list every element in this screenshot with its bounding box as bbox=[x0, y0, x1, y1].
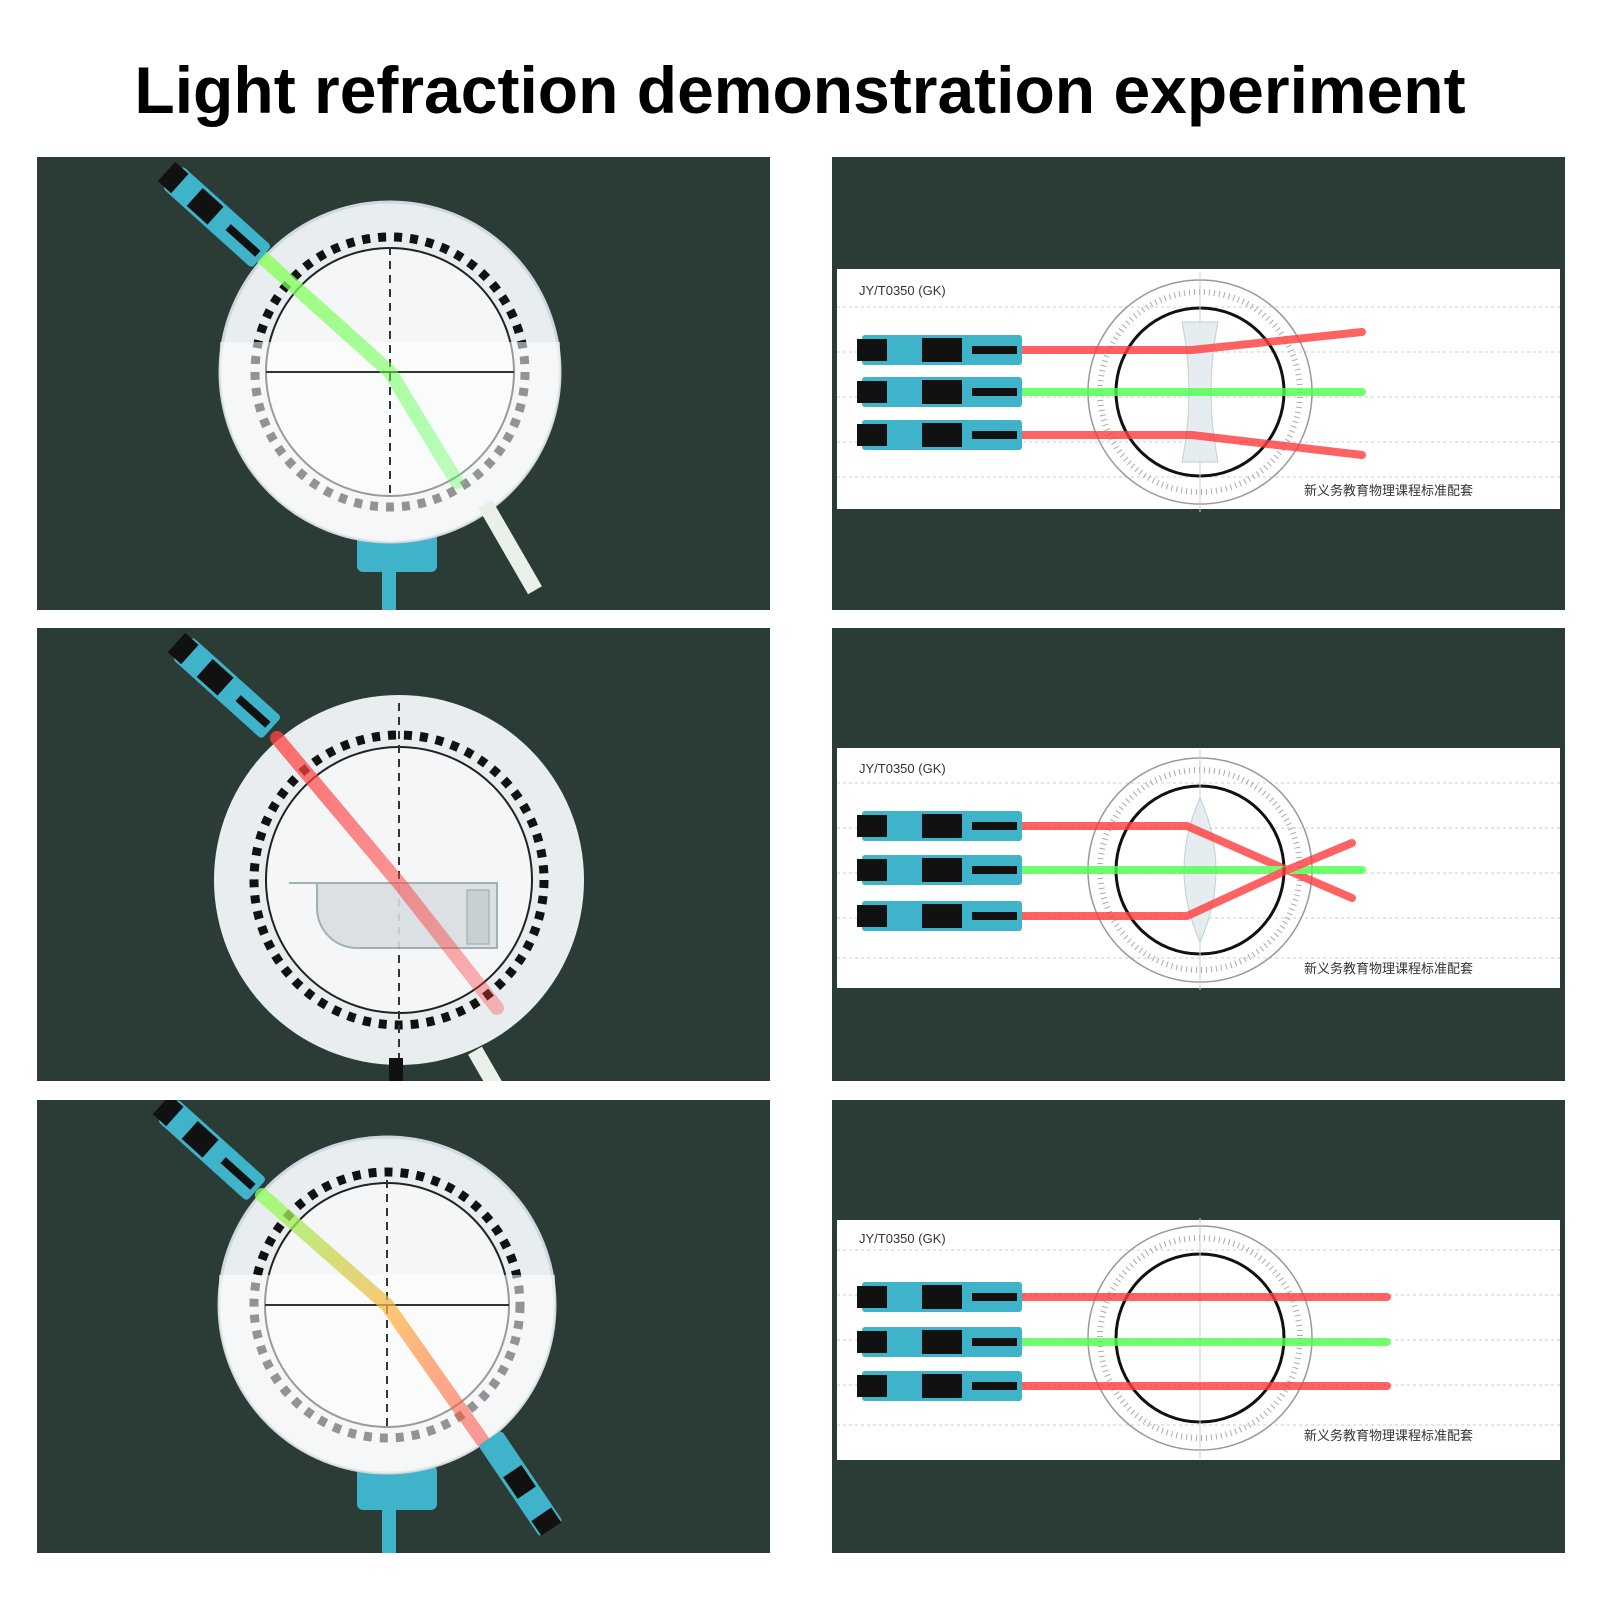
lens-demo-none: JY/T0350 (GK) 新义务教育物理课程标准配套 bbox=[832, 1100, 1565, 1553]
standard-caption: 新义务教育物理课程标准配套 bbox=[1304, 483, 1473, 498]
lens-demo-concave: JY/T0350 (GK) 新义务教育物理课程标准配套 bbox=[832, 157, 1565, 610]
convex-lens-illustration: JY/T0350 (GK) 新义务教育物理课程标准配套 bbox=[837, 748, 1560, 990]
lens-demo-convex: JY/T0350 (GK) 新义务教育物理课程标准配套 bbox=[832, 628, 1565, 1081]
standard-caption: 新义务教育物理课程标准配套 bbox=[1304, 961, 1473, 976]
standard-caption: 新义务教育物理课程标准配套 bbox=[1304, 1428, 1473, 1443]
refraction-disk-illustration-2 bbox=[152, 1100, 562, 1553]
refraction-disk-illustration bbox=[157, 161, 562, 610]
refraction-photo-1 bbox=[37, 157, 770, 610]
model-label: JY/T0350 (GK) bbox=[859, 1231, 946, 1246]
model-label: JY/T0350 (GK) bbox=[859, 283, 946, 298]
water-tank-illustration bbox=[167, 632, 584, 1081]
page-title: Light refraction demonstration experimen… bbox=[134, 53, 1466, 127]
refraction-photo-2 bbox=[37, 628, 770, 1081]
concave-lens-illustration: JY/T0350 (GK) 新义务教育物理课程标准配套 bbox=[837, 269, 1560, 512]
parallel-beams-illustration: JY/T0350 (GK) 新义务教育物理课程标准配套 bbox=[837, 1218, 1560, 1460]
refraction-photo-3 bbox=[37, 1100, 770, 1553]
model-label: JY/T0350 (GK) bbox=[859, 761, 946, 776]
